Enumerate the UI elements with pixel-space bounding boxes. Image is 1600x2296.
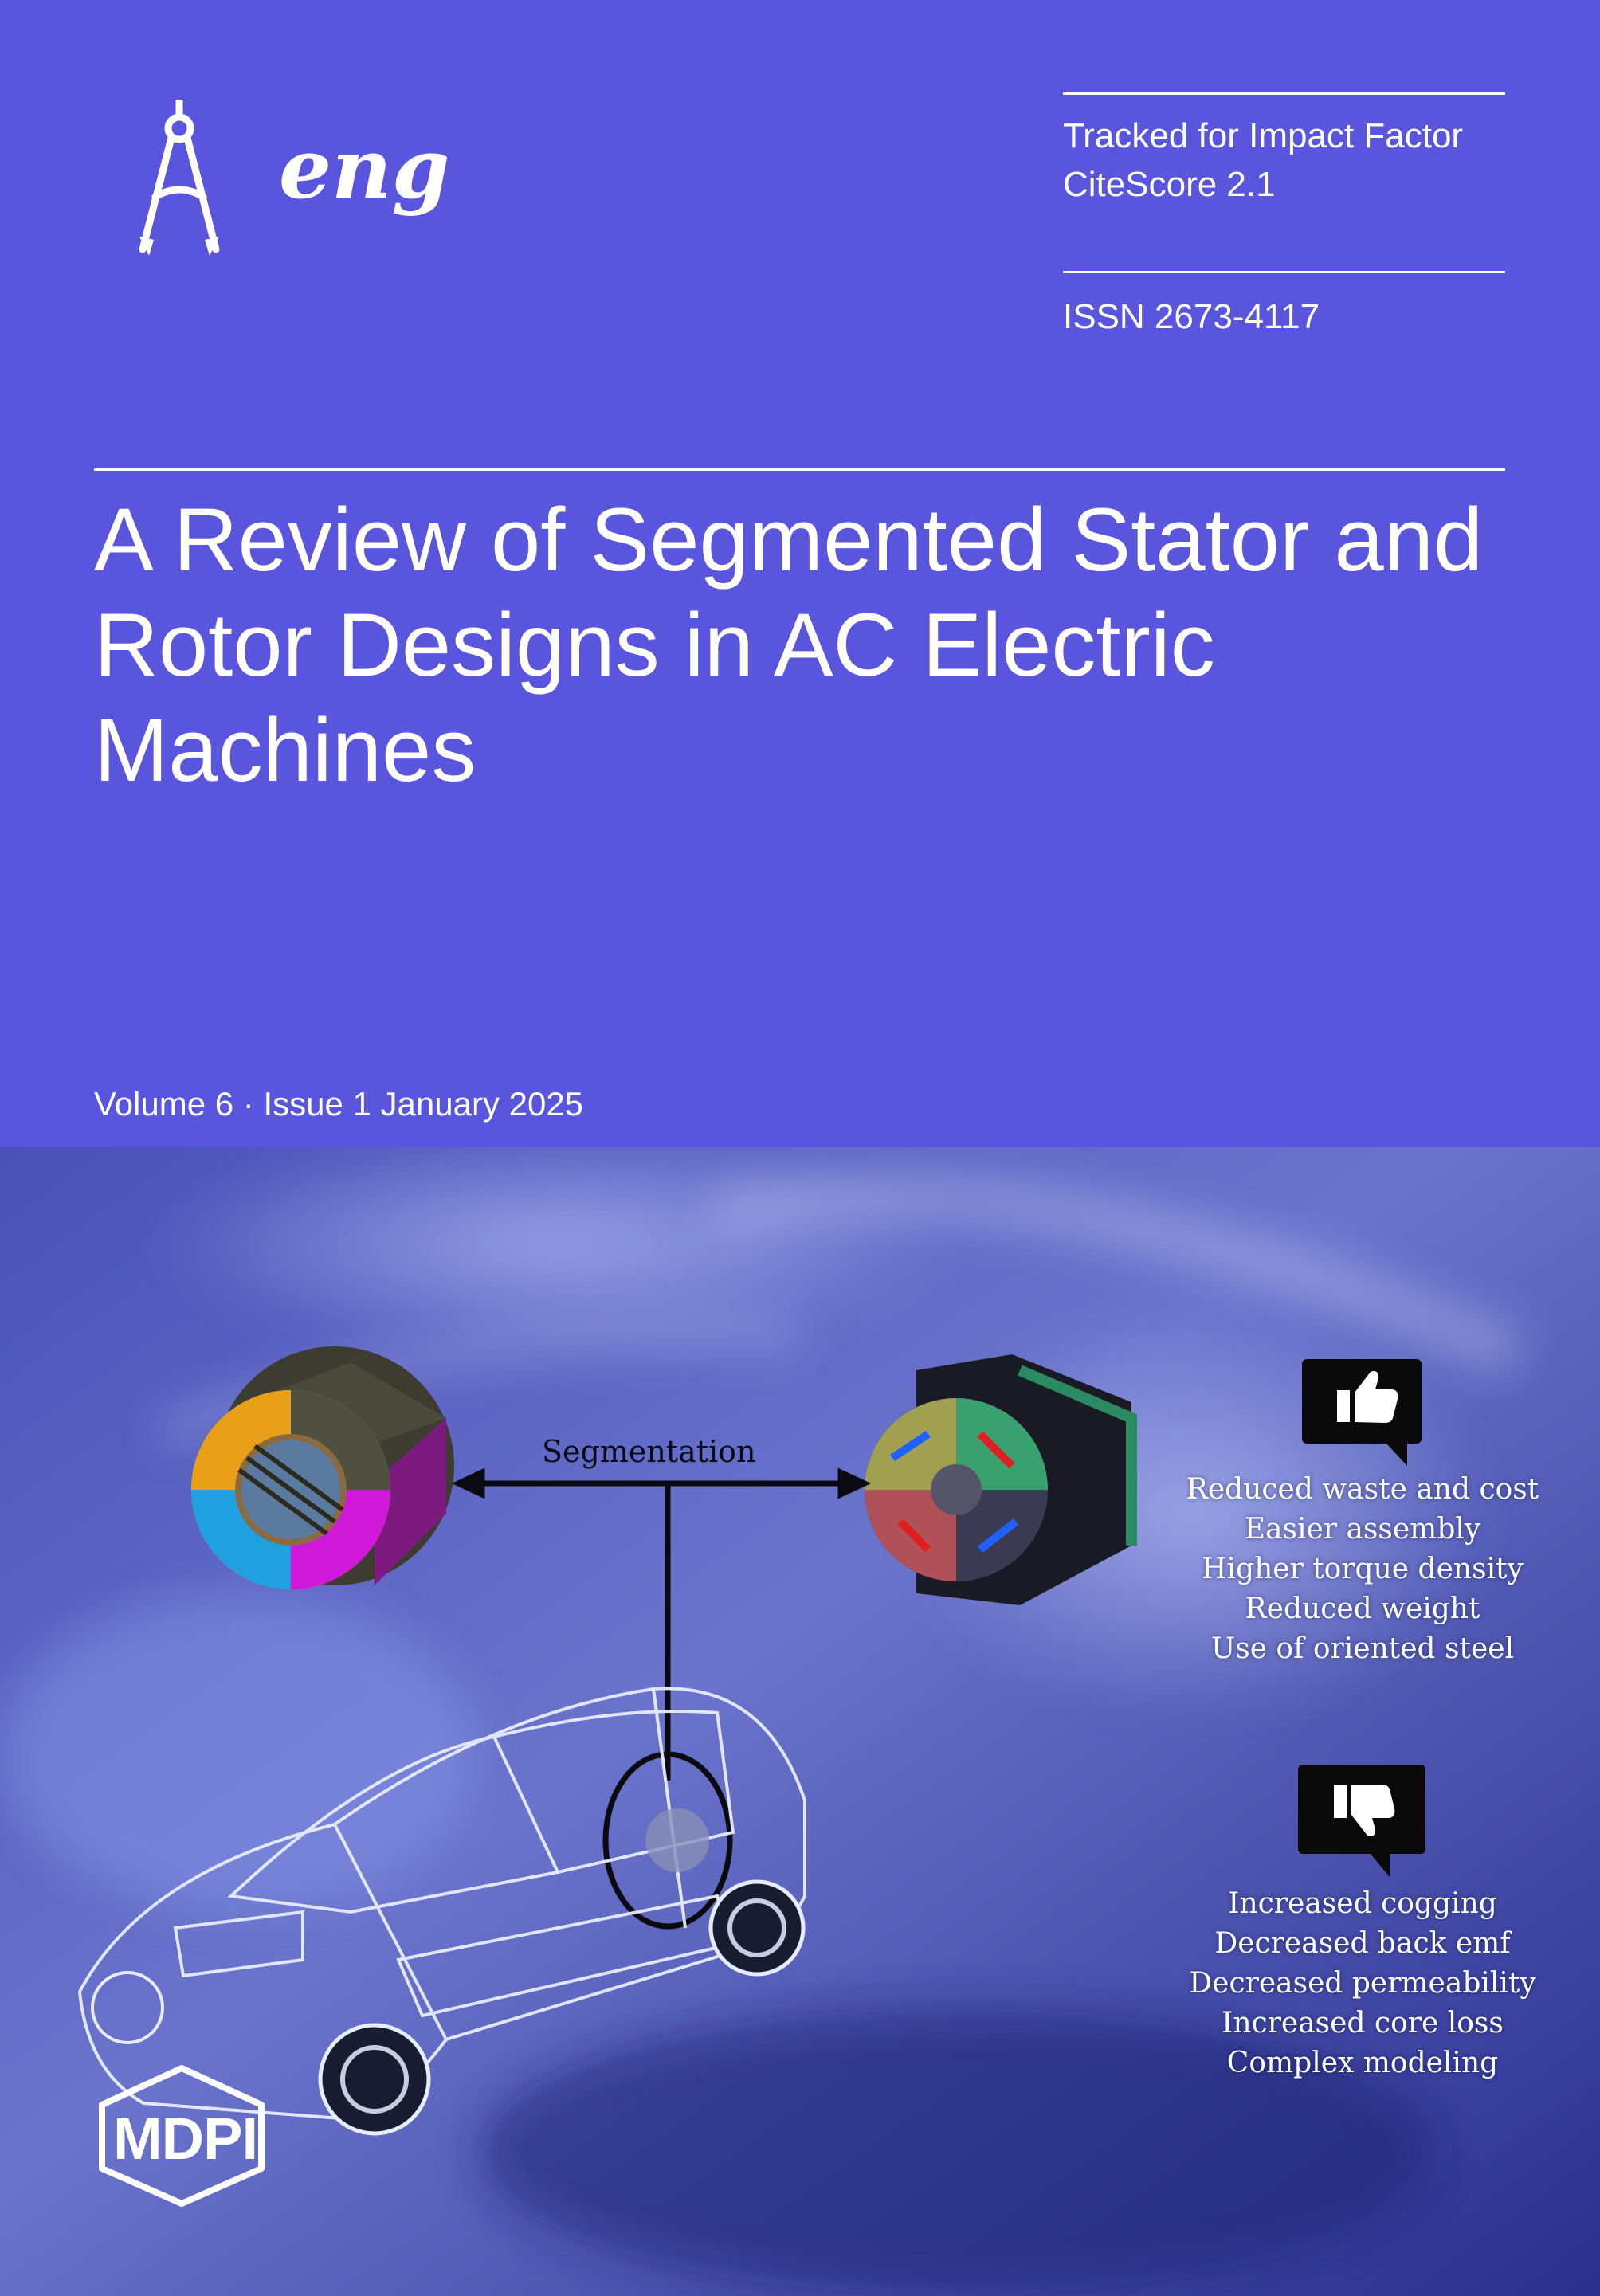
publisher-logo-frame xyxy=(99,2065,265,2207)
list-item: Reduced waste and cost xyxy=(1186,1473,1539,1506)
list-item: Use of oriented steel xyxy=(1210,1632,1515,1665)
compass-icon xyxy=(139,100,220,256)
cover-illustration xyxy=(0,1147,1600,2296)
segmented-rotor xyxy=(865,1354,1137,1605)
segmented-stator xyxy=(191,1346,454,1589)
issue-info: Volume 6 · Issue 1 January 2025 xyxy=(94,1085,584,1123)
journal-name: eng xyxy=(279,120,450,217)
list-item: Increased cogging xyxy=(1228,1887,1497,1920)
segmentation-label: Segmentation xyxy=(542,1434,756,1469)
thumbs-up-icon xyxy=(1302,1359,1422,1466)
list-item: Decreased permeability xyxy=(1189,1967,1536,2000)
list-item: Reduced weight xyxy=(1245,1593,1480,1625)
publisher-name: MDPI xyxy=(113,2106,258,2172)
segmentation-connector xyxy=(451,1467,872,1930)
article-title: A Review of Segmented Stator and Rotor D… xyxy=(94,490,1484,801)
disadvantages-list: Increased cogging Decreased back emf Dec… xyxy=(1163,1884,1562,2083)
thumbs-down-icon xyxy=(1298,1765,1425,1877)
list-item: Higher torque density xyxy=(1202,1553,1524,1585)
divider xyxy=(1063,92,1505,95)
list-item: Increased core loss xyxy=(1222,2007,1504,2039)
advantages-list: Reduced waste and cost Easier assembly H… xyxy=(1163,1470,1562,1669)
list-item: Decreased back emf xyxy=(1214,1927,1511,1960)
issn: ISSN 2673-4117 xyxy=(1063,297,1320,336)
impact-factor-note: Tracked for Impact Factor xyxy=(1063,116,1464,155)
car-wheels xyxy=(91,1808,806,2136)
cover-header-panel xyxy=(0,0,1600,1147)
title-divider xyxy=(94,468,1505,471)
divider xyxy=(1063,271,1505,273)
list-item: Complex modeling xyxy=(1226,2047,1499,2079)
list-item: Easier assembly xyxy=(1244,1513,1481,1546)
citescore: CiteScore 2.1 xyxy=(1063,165,1276,204)
